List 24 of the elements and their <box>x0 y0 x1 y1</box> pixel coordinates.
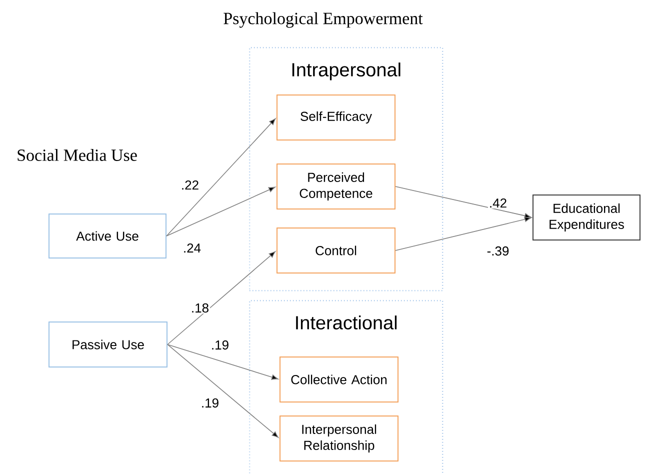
variable-box: Educational Expenditures <box>532 194 640 240</box>
arrow <box>166 118 276 236</box>
variable-box: Control <box>276 228 396 274</box>
heading: Social Media Use <box>18 149 137 161</box>
heading: Psychological Empowerment <box>224 12 423 28</box>
arrow <box>395 216 532 251</box>
variable-box: Self-Efficacy <box>276 94 396 140</box>
variable-box: Passive Use <box>48 322 168 368</box>
edge-label: .19 <box>210 339 230 351</box>
arrow <box>166 186 276 236</box>
edge-label: .19 <box>200 397 220 409</box>
variable-box: Interpersonal Relationship <box>280 416 398 462</box>
arrow <box>167 251 276 345</box>
edge-label: .18 <box>190 302 210 314</box>
edge-label: .42 <box>488 197 508 209</box>
edge-label: .22 <box>180 179 200 191</box>
arrow <box>395 186 532 218</box>
edge-label: .24 <box>182 242 202 254</box>
variable-box: Active Use <box>48 214 166 258</box>
variable-box: Collective Action <box>280 356 398 402</box>
arrow <box>167 344 278 380</box>
arrow <box>167 344 279 438</box>
edge-label: -.39 <box>486 245 510 257</box>
variable-box: Perceived Competence <box>276 164 396 210</box>
